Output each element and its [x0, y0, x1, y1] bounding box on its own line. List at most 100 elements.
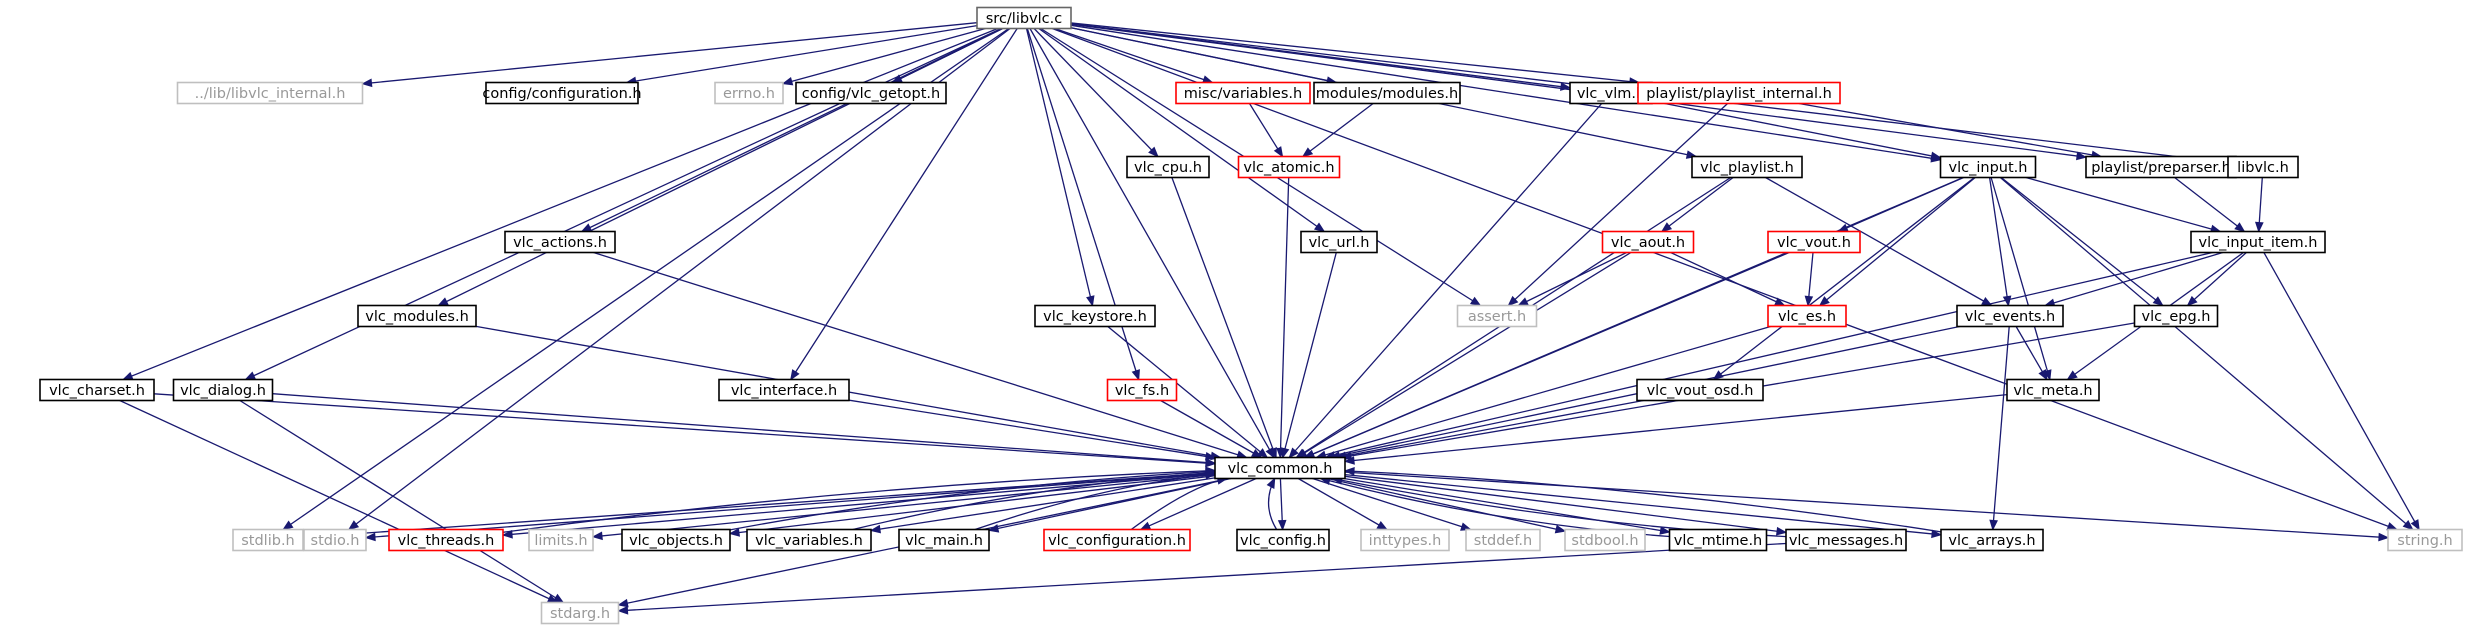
- edge-vlc_input-to-vlc_events: [1988, 177, 2010, 306]
- arrowhead-vlc_common-to-stdbool: [1554, 524, 1567, 534]
- node-vlc-main[interactable]: vlc_main.h: [898, 528, 990, 552]
- edge-vlc_es-to-vlc_common: [1316, 325, 1771, 459]
- nodes-layer: src/libvlc.c ../lib/libvlc_internal.h conf…: [39, 6, 2463, 625]
- node-label: playlist/preparser.h: [2091, 160, 2231, 176]
- node-vlc-charset[interactable]: vlc_charset.h: [39, 378, 155, 402]
- node-vlc-cpu[interactable]: vlc_cpu.h: [1126, 155, 1210, 179]
- edge-libvlc_c-to-vlc_modules: [438, 27, 1003, 307]
- edge-vlc_vout-to-vlc_common: [1304, 251, 1790, 459]
- node-modules-modules[interactable]: modules/modules.h: [1313, 81, 1461, 105]
- edge-vlc_charset-to-vlc_common: [153, 393, 1216, 465]
- node-stddef[interactable]: stddef.h: [1465, 528, 1541, 552]
- node-assert[interactable]: assert.h: [1456, 304, 1538, 328]
- node-box: [746, 528, 872, 552]
- node-config-configuration[interactable]: config/configuration.h: [482, 81, 642, 105]
- node-misc-variables[interactable]: misc/variables.h: [1175, 81, 1311, 105]
- node-stdlib[interactable]: stdlib.h: [232, 528, 304, 552]
- arrowhead-vlc_vlm-to-vlc_input: [1930, 151, 1942, 161]
- node-label: vlc_config.h: [1240, 533, 1326, 549]
- node-label: vlc_input.h: [1949, 160, 2028, 176]
- edge-vlc_cpu-to-vlc_common: [1171, 177, 1277, 458]
- edge-vlc_common-to-stdio: [365, 472, 1216, 539]
- node-vlc-vout-osd[interactable]: vlc_vout_osd.h: [1636, 378, 1764, 402]
- node-vlc-events[interactable]: vlc_events.h: [1956, 304, 2064, 328]
- arrowhead-vlc_common-to-vlc_mtime: [1659, 526, 1671, 535]
- arrowhead-vlc_input_item-to-vlc_meta: [2066, 370, 2078, 381]
- edge-vlc_common-to-string: [1344, 471, 2389, 539]
- node-libvlc-c[interactable]: src/libvlc.c: [976, 6, 1072, 30]
- node-label: vlc_modules.h: [365, 309, 469, 325]
- node-vlc-arrays[interactable]: vlc_arrays.h: [1940, 528, 2044, 552]
- node-config-vlc-getopt[interactable]: config/vlc_getopt.h: [795, 81, 947, 105]
- node-vlc-keystore[interactable]: vlc_keystore.h: [1034, 304, 1156, 328]
- node-lib-libvlc-internal[interactable]: ../lib/libvlc_internal.h: [176, 81, 364, 105]
- node-vlc-input-item[interactable]: vlc_input_item.h: [2190, 230, 2326, 254]
- node-inttypes[interactable]: inttypes.h: [1360, 528, 1450, 552]
- node-vlc-playlist[interactable]: vlc_playlist.h: [1691, 155, 1803, 179]
- node-vlc-epg[interactable]: vlc_epg.h: [2133, 304, 2219, 328]
- node-vlc-mtime[interactable]: vlc_mtime.h: [1668, 528, 1768, 552]
- node-vlc-modules[interactable]: vlc_modules.h: [357, 304, 477, 328]
- edge-vlc_input-to-vlc_vout_osd: [1713, 176, 1975, 381]
- edge-libvlc_c-to-playlist_internal: [1070, 22, 1639, 84]
- node-vlc-url[interactable]: vlc_url.h: [1300, 230, 1378, 254]
- node-box: [1043, 528, 1191, 552]
- arrowhead-misc_variables-to-vlc_atomic: [1273, 146, 1284, 158]
- edge-libvlc_c-to-lib_libvlc_internal: [362, 22, 978, 85]
- node-vlc-atomic[interactable]: vlc_atomic.h: [1237, 155, 1341, 179]
- node-label: vlc_vout.h: [1777, 235, 1851, 251]
- node-vlc-common[interactable]: vlc_common.h: [1214, 456, 1346, 480]
- node-stdarg[interactable]: stdarg.h: [540, 601, 620, 625]
- node-vlc-actions[interactable]: vlc_actions.h: [504, 230, 616, 254]
- arrowhead-vlc_input_item-to-vlc_epg: [2186, 295, 2198, 307]
- node-stdbool[interactable]: stdbool.h: [1564, 528, 1646, 552]
- node-errno[interactable]: errno.h: [714, 81, 784, 105]
- node-vlc-aout[interactable]: vlc_aout.h: [1601, 230, 1695, 254]
- node-vlc-config[interactable]: vlc_config.h: [1236, 528, 1330, 552]
- arrowhead-vlc_arrays-to-vlc_common: [1343, 466, 1355, 476]
- arrowhead-vlc_common-to-vlc_messages: [1776, 526, 1788, 536]
- node-libvlc-h[interactable]: libvlc.h: [2227, 155, 2299, 179]
- node-vlc-interface[interactable]: vlc_interface.h: [718, 378, 850, 402]
- node-label: vlc_main.h: [905, 533, 983, 549]
- node-label: stdarg.h: [550, 606, 610, 622]
- edge-vlc_fs-to-vlc_common: [1160, 399, 1262, 459]
- edge-vlc_input-to-string: [1999, 177, 2414, 530]
- node-vlc-variables[interactable]: vlc_variables.h: [746, 528, 872, 552]
- edge-vlc_vout_osd-to-vlc_common: [1336, 399, 1644, 459]
- arrowhead-libvlc_c-to-string: [2386, 522, 2399, 531]
- node-vlc-configuration[interactable]: vlc_configuration.h: [1043, 528, 1191, 552]
- node-vlc-dialog[interactable]: vlc_dialog.h: [172, 378, 274, 402]
- node-playlist-internal[interactable]: playlist/playlist_internal.h: [1637, 81, 1841, 105]
- arrowhead-vlc_common-to-vlc_configuration: [1139, 521, 1152, 531]
- node-string[interactable]: string.h: [2387, 528, 2463, 552]
- edge-playlist_internal-to-assert: [1507, 103, 1729, 306]
- node-playlist-preparser[interactable]: playlist/preparser.h: [2085, 155, 2237, 179]
- node-vlc-objects[interactable]: vlc_objects.h: [621, 528, 731, 552]
- node-vlc-fs[interactable]: vlc_fs.h: [1106, 378, 1178, 402]
- node-box: [303, 528, 367, 552]
- node-vlc-messages[interactable]: vlc_messages.h: [1785, 528, 1907, 552]
- node-stdio[interactable]: stdio.h: [303, 528, 367, 552]
- node-limits[interactable]: limits.h: [528, 528, 594, 552]
- edge-libvlc_c-to-vlc_dialog: [245, 27, 1002, 381]
- edge-vlc_common-to-inttypes: [1297, 477, 1388, 531]
- arrowhead-vlc_common-to-stdarg: [617, 598, 629, 608]
- node-box: [1564, 528, 1646, 552]
- node-vlc-es[interactable]: vlc_es.h: [1767, 304, 1847, 328]
- node-label: vlc_common.h: [1228, 461, 1333, 477]
- node-box: [1106, 378, 1178, 402]
- edge-libvlc_c-to-errno: [782, 27, 986, 85]
- node-vlc-vout[interactable]: vlc_vout.h: [1767, 230, 1861, 254]
- edge-vlc_playlist-to-vlc_events: [1765, 176, 1992, 307]
- node-label: vlc_es.h: [1778, 309, 1836, 325]
- edge-libvlc_c-to-misc_variables: [1054, 27, 1213, 84]
- arrowhead-vlc_vout-to-vlc_es: [1804, 295, 1814, 307]
- node-label: inttypes.h: [1369, 533, 1442, 549]
- arrowhead-vlc_dialog-to-vlc_common: [1205, 458, 1217, 467]
- node-vlc-input[interactable]: vlc_input.h: [1939, 155, 2037, 179]
- node-vlc-threads[interactable]: vlc_threads.h: [388, 528, 504, 552]
- edge-vlc_input-to-vlc_epg: [2000, 176, 2164, 307]
- edge-vlc_common-to-limits: [592, 473, 1216, 538]
- node-vlc-meta[interactable]: vlc_meta.h: [2006, 378, 2100, 402]
